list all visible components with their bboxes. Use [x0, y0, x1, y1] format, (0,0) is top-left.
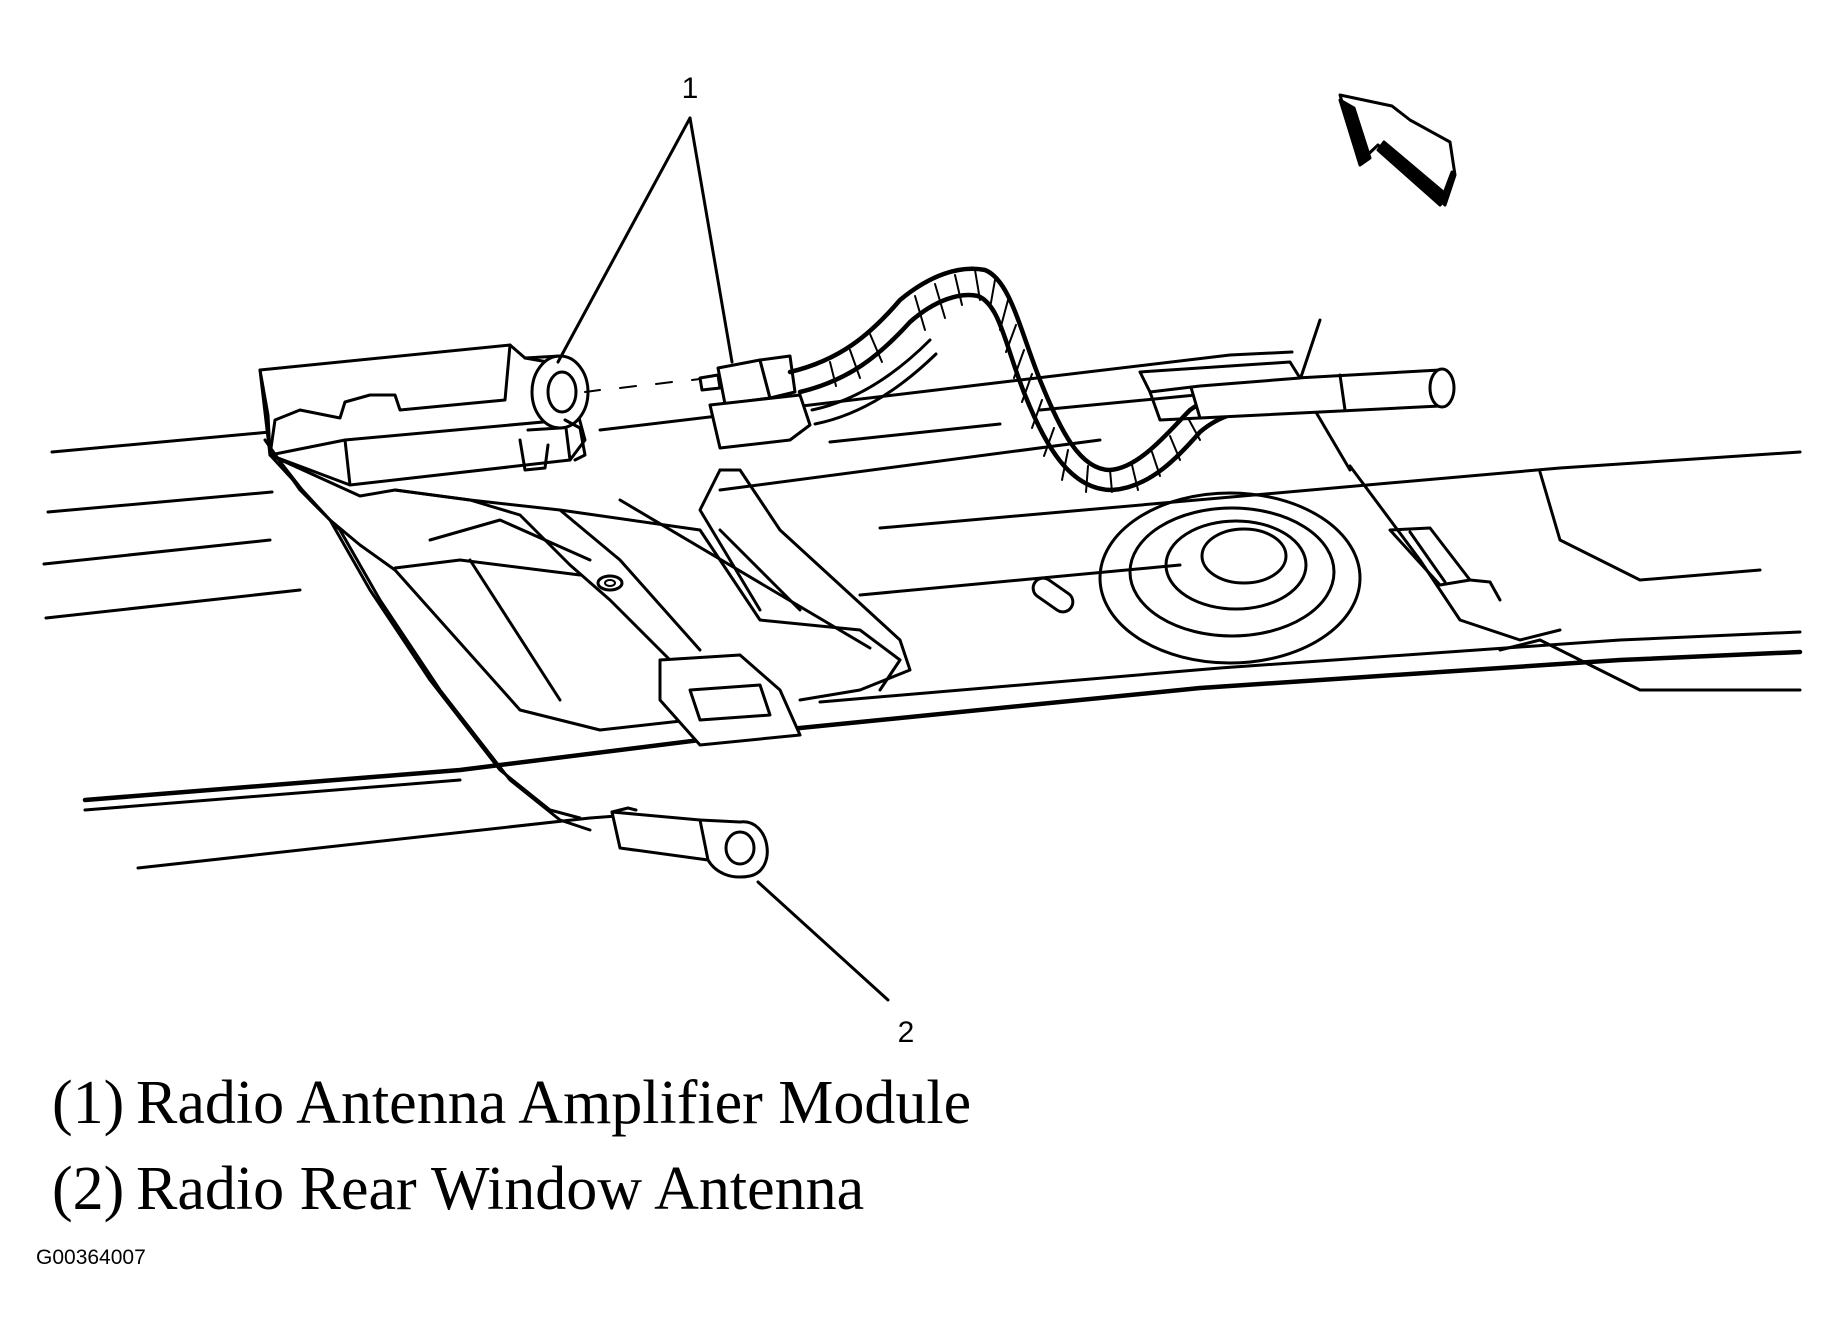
callout-leaders: [556, 116, 890, 1002]
legend-label: Radio Antenna Amplifier Module: [136, 1069, 972, 1137]
rear-window-antenna: [610, 806, 769, 879]
amplifier-module: [258, 343, 592, 832]
callout-2: 2: [898, 1016, 915, 1049]
legend-number: (2): [52, 1155, 125, 1223]
legend-number: (1): [52, 1069, 125, 1137]
speaker: [1098, 491, 1362, 665]
tray-recess: [268, 453, 1075, 747]
antenna-harness: [584, 266, 1456, 493]
side-bracket: [1388, 526, 1502, 602]
callout-1: 1: [682, 72, 699, 105]
legend-item-2: (2)Radio Rear Window Antenna: [52, 1158, 864, 1220]
legend-item-1: (1)Radio Antenna Amplifier Module: [52, 1072, 971, 1134]
figure-id: G00364007: [36, 1246, 146, 1269]
legend-label: Radio Rear Window Antenna: [136, 1155, 865, 1223]
direction-arrow-icon: [1338, 93, 1457, 207]
